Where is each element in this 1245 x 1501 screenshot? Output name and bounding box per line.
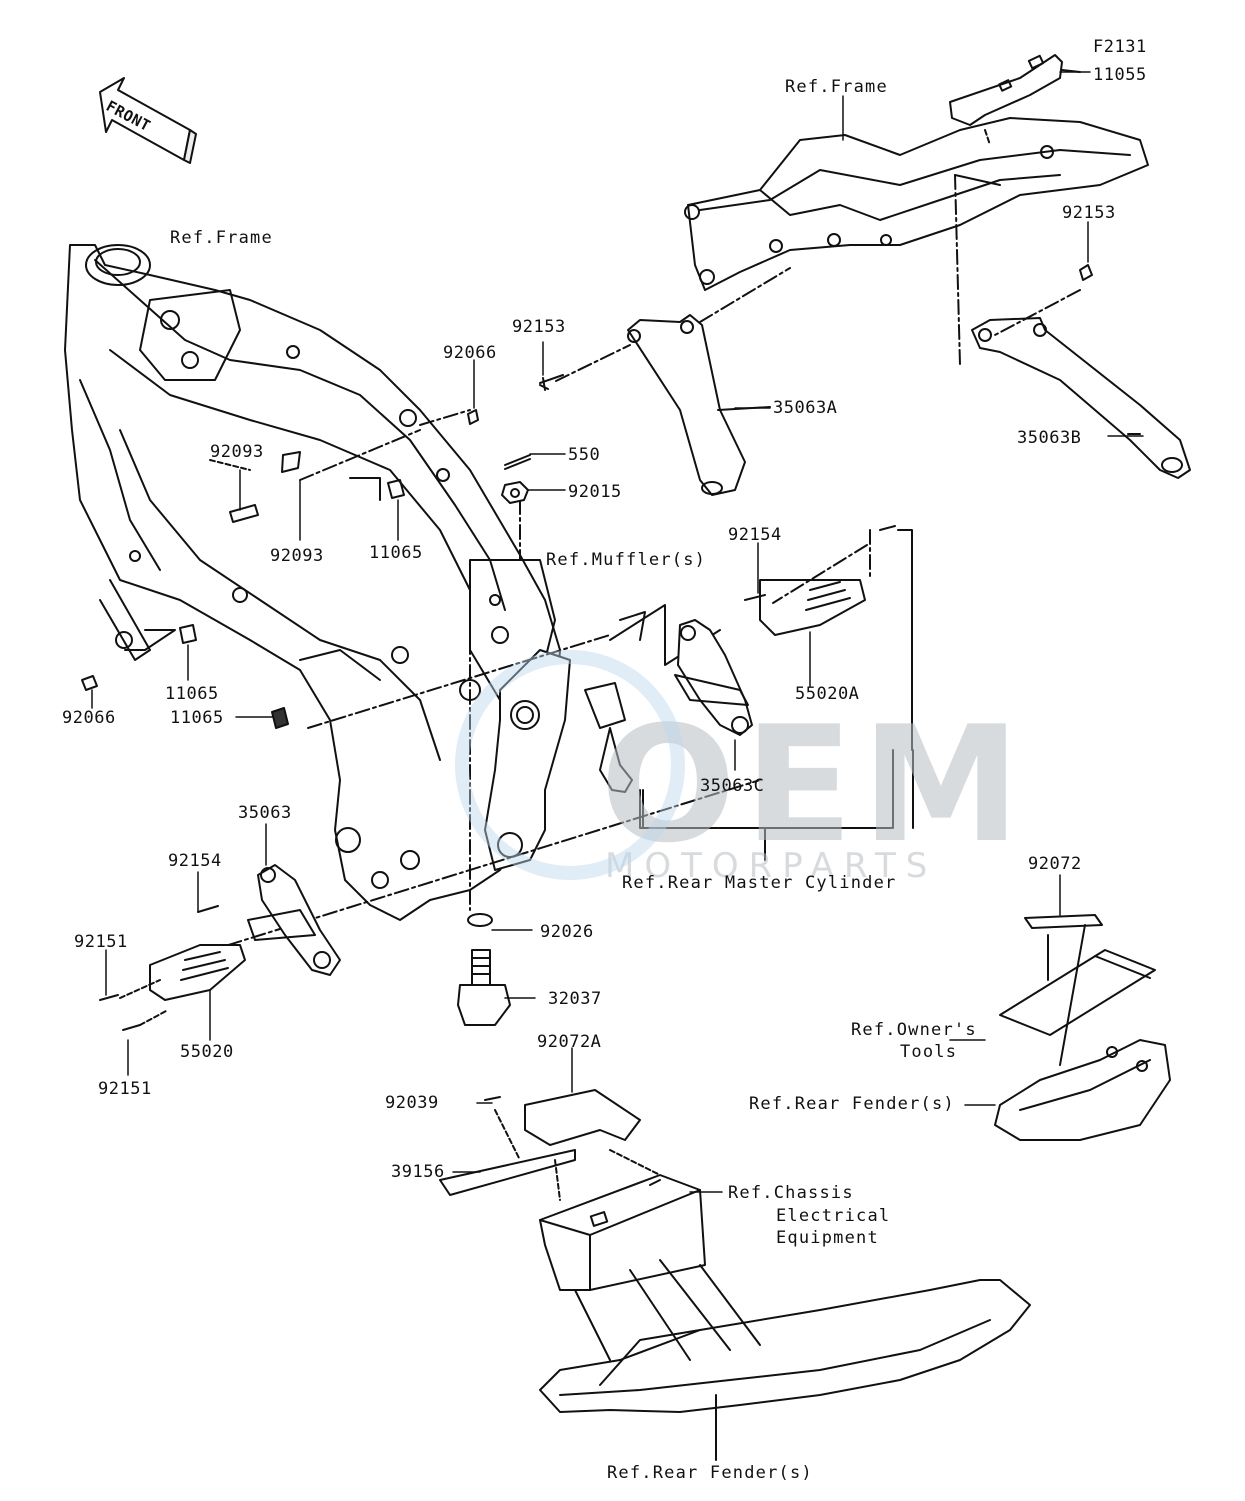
part-32037: 32037	[548, 989, 602, 1009]
part-92153-right: 92153	[1062, 203, 1116, 223]
part-92039: 92039	[385, 1093, 439, 1113]
diagram-code: F2131	[1093, 37, 1147, 57]
watermark-sub: MOTORPARTS	[605, 846, 938, 886]
ref-chassis-2: Electrical	[776, 1206, 891, 1226]
part-92153-mid: 92153	[512, 317, 566, 337]
tool-tray-drawing	[994, 914, 1171, 1141]
part-92026: 92026	[540, 922, 594, 942]
bracket-11055-drawing	[949, 54, 1081, 146]
part-92093-b: 92093	[270, 546, 324, 566]
part-92093-a: 92093	[210, 442, 264, 462]
ref-chassis-3: Equipment	[776, 1228, 879, 1248]
bracket-35063A-drawing	[539, 267, 791, 496]
part-92072A: 92072A	[537, 1032, 602, 1052]
part-92072: 92072	[1028, 854, 1082, 874]
ref-mufflers: Ref.Muffler(s)	[546, 550, 707, 570]
part-11065-a: 11065	[369, 543, 423, 563]
part-35063C: 35063C	[700, 776, 765, 796]
part-11065-c: 11065	[170, 708, 224, 728]
watermark-globe-icon	[455, 650, 685, 880]
rear-subframe-drawing	[684, 117, 1149, 366]
part-35063B: 35063B	[1017, 428, 1082, 448]
small-parts-drawing	[81, 409, 531, 1026]
part-92066-left: 92066	[62, 708, 116, 728]
ref-frame-top: Ref.Frame	[785, 77, 888, 97]
front-arrow-icon	[99, 77, 197, 164]
part-11065-b: 11065	[165, 684, 219, 704]
ref-owners-tools-1: Ref.Owner's	[851, 1020, 977, 1040]
part-55020: 55020	[180, 1042, 234, 1062]
ref-rear-fender-right: Ref.Rear Fender(s)	[749, 1094, 955, 1114]
ref-chassis-1: Ref.Chassis	[728, 1183, 854, 1203]
part-39156: 39156	[391, 1162, 445, 1182]
part-11055: 11055	[1093, 65, 1147, 85]
part-92066-top: 92066	[443, 343, 497, 363]
right-footrest-drawing	[584, 525, 914, 861]
left-footrest-drawing	[99, 864, 341, 1031]
part-550: 550	[568, 445, 601, 465]
main-frame-drawing	[64, 244, 561, 921]
part-92154-left: 92154	[168, 851, 222, 871]
bracket-35063B-drawing	[971, 264, 1191, 479]
ref-rear-fender-bottom: Ref.Rear Fender(s)	[607, 1463, 813, 1483]
part-35063: 35063	[238, 803, 292, 823]
ref-rear-master-cylinder: Ref.Rear Master Cylinder	[622, 873, 897, 893]
battery-area-drawing	[439, 1089, 1031, 1461]
part-35063A: 35063A	[773, 398, 838, 418]
part-92151-b: 92151	[98, 1079, 152, 1099]
leader-lines	[91, 71, 1144, 1193]
part-55020A: 55020A	[795, 684, 860, 704]
part-92015: 92015	[568, 482, 622, 502]
part-92154-right: 92154	[728, 525, 782, 545]
part-92151-a: 92151	[74, 932, 128, 952]
ref-owners-tools-2: Tools	[900, 1042, 958, 1062]
ref-frame-main: Ref.Frame	[170, 228, 273, 248]
